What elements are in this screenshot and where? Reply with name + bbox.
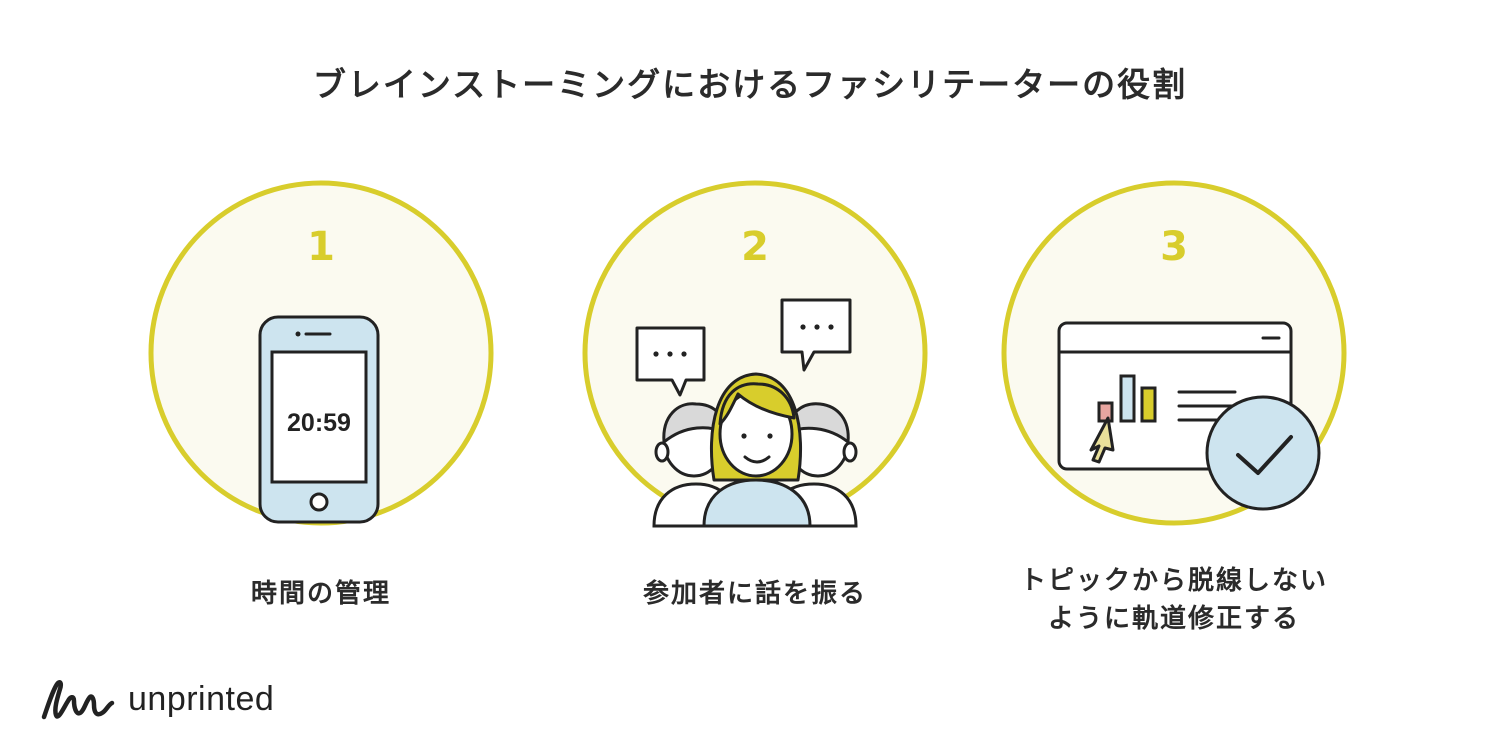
step-3-card: 3 トピックから脱線しない ように軌道修正する <box>1001 180 1347 634</box>
cursor-icon <box>1089 416 1115 464</box>
brand-mark-icon <box>41 680 115 720</box>
brand-logo: unprinted <box>40 675 274 723</box>
step-1-card: 20:59 1 時間の管理 <box>148 180 494 609</box>
bar-chart-icon <box>1097 374 1157 423</box>
timer-display: 20:59 <box>287 409 351 437</box>
page-title: ブレインストーミングにおけるファシリテーターの役割 <box>312 65 1188 104</box>
speech-bubble-icon <box>635 326 706 397</box>
step-1-caption: 時間の管理 <box>250 579 391 609</box>
step-3-caption-line-2: ように軌道修正する <box>1047 604 1300 634</box>
step-1-illustration: 20:59 <box>148 180 494 526</box>
people-icon <box>652 372 858 528</box>
checkmark-icon <box>1205 395 1321 511</box>
step-3-illustration <box>1001 180 1347 526</box>
step-2-illustration <box>582 180 928 528</box>
speech-bubble-icon <box>780 298 852 372</box>
step-1-number: 1 <box>307 224 335 270</box>
step-2-caption: 参加者に話を振る <box>642 579 867 609</box>
step-3-caption-line-1: トピックから脱線しない <box>1019 566 1328 596</box>
brand-name: unprinted <box>128 679 275 718</box>
step-3-number: 3 <box>1160 224 1188 270</box>
smartphone-icon: 20:59 <box>258 315 380 524</box>
step-3-caption: トピックから脱線しない ように軌道修正する <box>1001 562 1347 638</box>
step-2-number: 2 <box>741 224 769 270</box>
step-2-card: 2 参加者に話を振る <box>582 180 928 609</box>
